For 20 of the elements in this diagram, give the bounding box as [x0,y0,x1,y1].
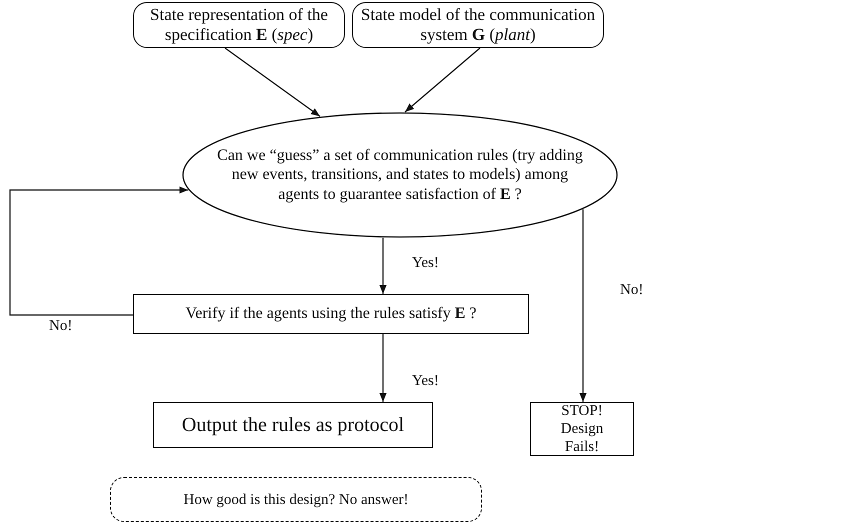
process-box [133,294,529,334]
arrow [579,209,587,402]
node-text: How good is this design? No answer! [182,490,410,508]
node-text: Verify if the agents using the rules satisfy E ? [184,304,478,324]
arrow [379,238,387,294]
decision-ellipse [182,112,618,238]
node-text: Can we “guess” a set of communication rules (try adding new events, transitions, and states to models) among agents to guarantee satisfaction of E ? [216,146,584,204]
node-text: State model of the communication system G (plant) [360,4,596,46]
node-text: STOP! Design Fails! [560,402,604,456]
node-text: State representation of the specification E (spec) [149,4,329,46]
arrow [404,48,480,112]
node-text: Output the rules as protocol [180,413,406,437]
process-box [352,2,604,48]
arrow [379,334,387,402]
terminal-box [530,402,634,456]
process-box [133,2,345,48]
arrow [224,48,320,117]
arrow [9,186,188,316]
output-box [153,402,433,448]
note-box [110,477,482,522]
